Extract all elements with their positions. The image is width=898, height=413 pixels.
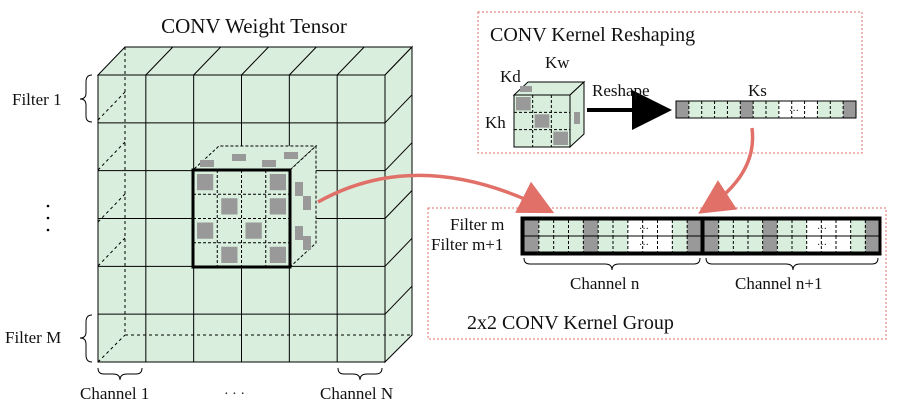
kh-label: Kh bbox=[485, 113, 506, 132]
kd-label: Kd bbox=[500, 67, 521, 86]
channel-dots: · · · bbox=[224, 387, 245, 402]
filter-last-label: Filter M bbox=[5, 328, 61, 347]
small-cube bbox=[512, 80, 586, 149]
kernel-block-3d bbox=[191, 144, 318, 269]
channel-n-label: Channel n bbox=[570, 274, 640, 293]
kw-label: Kw bbox=[545, 53, 570, 72]
kernel-top-cells bbox=[200, 152, 298, 167]
kernel-front-cells bbox=[193, 170, 290, 267]
svg-text:···: ··· bbox=[639, 224, 649, 235]
group-panel: Filter m Filter m+1 ··· ··· ··· ··· Channel… bbox=[427, 207, 887, 340]
filter-first-label: Filter 1 bbox=[12, 90, 62, 109]
svg-text:···: ··· bbox=[789, 106, 799, 117]
filter-m1-label: Filter m+1 bbox=[431, 235, 503, 254]
reshape-panel-border bbox=[477, 11, 863, 154]
svg-text:···: ··· bbox=[817, 224, 827, 235]
ks-label: Ks bbox=[748, 81, 767, 100]
arrow-tensor-to-group bbox=[317, 173, 555, 214]
arrow-reshape-to-group bbox=[698, 127, 755, 214]
tensor-hidden-edges bbox=[97, 47, 412, 363]
channel-last-brace bbox=[337, 367, 383, 381]
channel-n-brace bbox=[523, 257, 701, 271]
channel-n1-brace bbox=[705, 257, 879, 271]
kernel-right-cells bbox=[295, 182, 311, 250]
tensor-grid-lines bbox=[97, 46, 413, 362]
channel-n1-label: Channel n+1 bbox=[735, 274, 823, 293]
tensor-title: CONV Weight Tensor bbox=[161, 14, 347, 38]
filter-last-brace bbox=[79, 314, 93, 363]
reshape-panel: CONV Kernel Reshaping Kd Kw Kh Reshape K… bbox=[477, 11, 863, 154]
channel-first-label: Channel 1 bbox=[80, 384, 149, 403]
reshape-arrow-label: Reshape bbox=[592, 81, 650, 100]
svg-text:···: ··· bbox=[639, 240, 649, 251]
vertical-dots bbox=[46, 204, 50, 232]
cube-cells bbox=[514, 86, 580, 147]
filter-m-label: Filter m bbox=[450, 215, 504, 234]
group-title: 2x2 CONV Kernel Group bbox=[467, 312, 674, 334]
filter-first-brace bbox=[79, 74, 93, 123]
ks-strip: ··· bbox=[675, 100, 857, 119]
reshape-title: CONV Kernel Reshaping bbox=[490, 24, 695, 46]
channel-last-label: Channel N bbox=[320, 384, 393, 403]
weight-tensor: CONV Weight Tensor Filter 1 Filter M Cha… bbox=[5, 14, 414, 403]
kernel-front-outline bbox=[191, 168, 292, 269]
group-strips: ··· ··· ··· ··· bbox=[520, 216, 882, 256]
svg-text:···: ··· bbox=[817, 240, 827, 251]
group-panel-border bbox=[427, 207, 887, 340]
channel-first-brace bbox=[97, 367, 143, 381]
